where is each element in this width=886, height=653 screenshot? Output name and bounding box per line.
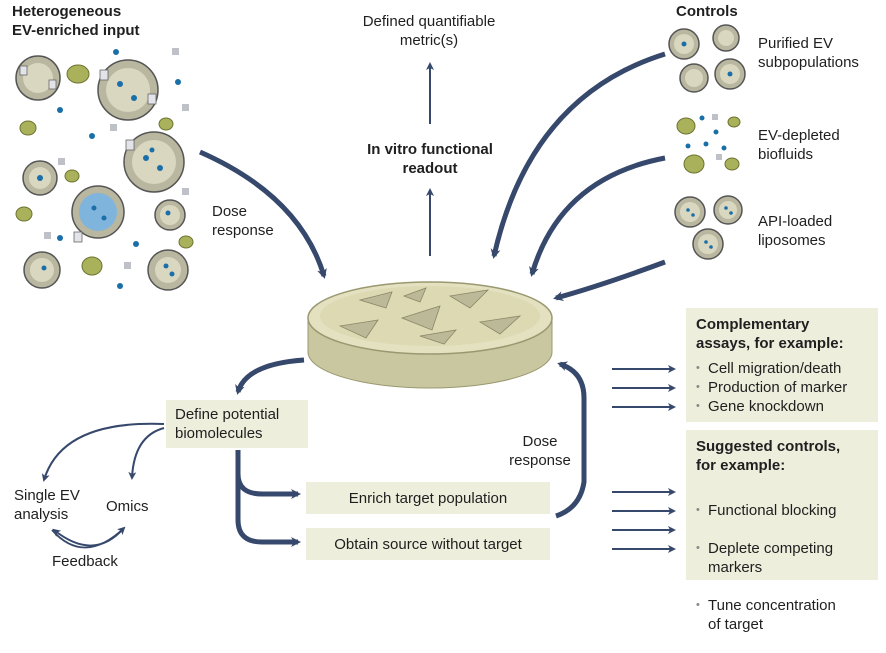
arrow-enrich-to-dish [555, 361, 587, 519]
dose-response-label-top: Dose response [212, 203, 274, 239]
complementary-assays-title: Complementary assays, for example: [696, 316, 844, 352]
suggested-item: Functional blocking [696, 501, 876, 520]
define-biomolecules-box [166, 400, 308, 448]
suggested-controls-list: Functional blocking Deplete competing ma… [696, 482, 876, 653]
feedback-label: Feedback [52, 553, 118, 570]
control-liposomes-label: API-loaded liposomes [758, 213, 833, 249]
complementary-item: Production of marker [696, 378, 876, 397]
liposome-icon [674, 195, 743, 260]
complementary-item: Gene knockdown [696, 397, 876, 416]
obtain-source-label: Obtain source without target [334, 536, 522, 553]
input-title: Heterogeneous EV-enriched input [12, 3, 140, 39]
arrow-controls-to-dish [490, 51, 666, 301]
arrow-define-to-analyses [41, 422, 165, 482]
complementary-assays-list: Cell migration/death Production of marke… [696, 359, 876, 416]
control-ev-depleted-label: EV-depleted biofluids [758, 127, 840, 163]
arrow-dish-to-define [235, 357, 305, 395]
feedback-loop-arrows [51, 526, 126, 549]
diagram-graphics [15, 24, 746, 553]
readout-label: In vitro functional readout [367, 141, 493, 177]
controls-title: Controls [676, 3, 738, 20]
metric-label: Defined quantifiable metric(s) [362, 13, 496, 49]
complementary-item: Cell migration/death [696, 359, 876, 378]
control-purified-ev-label: Purified EV subpopulations [758, 35, 859, 71]
define-biomolecules-label: Define potential biomolecules [175, 406, 280, 442]
arrow-input-to-dish [198, 149, 327, 279]
purified-ev-icon [668, 24, 746, 93]
diagram-canvas: Heterogeneous EV-enriched input Defined … [0, 0, 886, 602]
dose-response-label-right: Dose response [509, 433, 571, 469]
single-ev-analysis-label: Single EV analysis [14, 487, 80, 523]
arrow-define-to-obtain [235, 474, 301, 547]
petri-dish-with-cells-icon [307, 281, 553, 389]
enrich-target-label: Enrich target population [348, 490, 508, 507]
side-arrows-suggested [612, 488, 676, 553]
suggested-controls-title: Suggested controls, for example: [696, 438, 841, 474]
suggested-item: Deplete competing markers [696, 539, 876, 577]
obtain-source-box [306, 528, 550, 560]
ev-depleted-biofluid-icon [676, 114, 741, 174]
side-arrows-complementary [612, 365, 676, 411]
extracellular-vesicle-mixture-icon [15, 48, 194, 291]
enrich-target-box [306, 482, 550, 514]
arrow-define-to-enrich [235, 450, 301, 499]
omics-label: Omics [106, 498, 149, 515]
